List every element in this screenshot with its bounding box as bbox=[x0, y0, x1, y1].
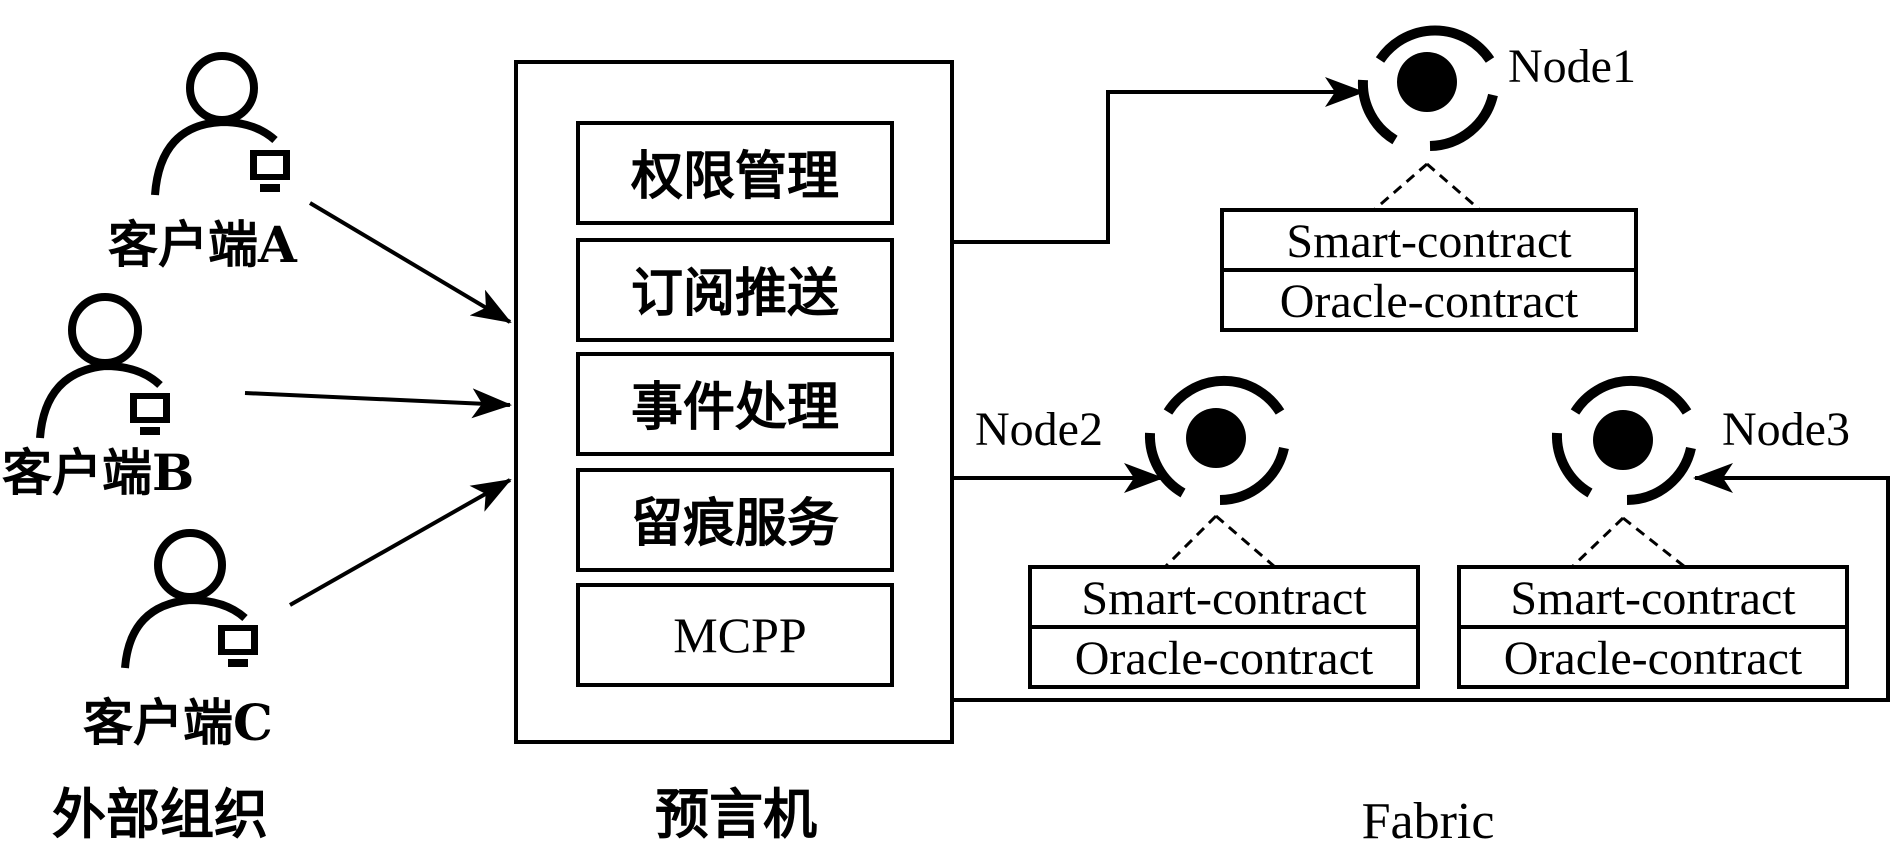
oracle-module: MCPP bbox=[576, 583, 894, 687]
contract-label: Smart-contract bbox=[1081, 572, 1367, 625]
arrow-client-b-to-oracle bbox=[244, 388, 512, 419]
arrow-client-c-to-oracle bbox=[289, 478, 512, 607]
client-label: 客户端A bbox=[108, 215, 298, 274]
node-label: Node2 bbox=[975, 403, 1103, 456]
user-computer-icon bbox=[151, 52, 290, 196]
module-label: 订阅推送 bbox=[631, 263, 839, 324]
contract-label: Oracle-contract bbox=[1075, 632, 1374, 685]
oracle-module: 事件处理 bbox=[576, 352, 894, 456]
node-icon bbox=[1357, 25, 1498, 151]
node-label: Node1 bbox=[1508, 40, 1636, 93]
client-c: 客户端C bbox=[83, 529, 273, 752]
contract-label: Smart-contract bbox=[1286, 215, 1572, 268]
module-label: MCPP bbox=[673, 607, 806, 663]
user-computer-icon bbox=[36, 293, 170, 439]
client-label: 客户端B bbox=[2, 443, 194, 502]
section-label-fabric: Fabric bbox=[1362, 793, 1495, 850]
oracle-module: 留痕服务 bbox=[576, 468, 894, 572]
module-label: 权限管理 bbox=[630, 146, 839, 207]
module-label: 事件处理 bbox=[631, 377, 839, 438]
contract-label: Oracle-contract bbox=[1504, 632, 1803, 685]
node-3: Node3 Smart-contract Oracle-contract bbox=[1457, 375, 1850, 689]
client-a: 客户端A bbox=[108, 52, 298, 274]
connector-oracle-to-node1 bbox=[952, 77, 1365, 244]
arrow-client-a-to-oracle bbox=[308, 201, 512, 324]
node-label: Node3 bbox=[1722, 403, 1850, 456]
contract-label: Smart-contract bbox=[1510, 572, 1796, 625]
module-label: 留痕服务 bbox=[631, 493, 839, 554]
section-label-external: 外部组织 bbox=[52, 782, 268, 846]
client-label: 客户端C bbox=[83, 693, 273, 752]
node-2: Node2 Smart-contract Oracle-contract bbox=[975, 375, 1420, 689]
connector-oracle-to-node3 bbox=[952, 463, 1890, 702]
oracle-module: 订阅推送 bbox=[576, 238, 894, 342]
node-icon bbox=[1551, 375, 1696, 505]
contract-label: Oracle-contract bbox=[1280, 275, 1579, 328]
user-computer-icon bbox=[121, 529, 258, 669]
section-label-oracle: 预言机 bbox=[655, 782, 817, 846]
node-1: Node1 Smart-contract Oracle-contract bbox=[1220, 25, 1638, 332]
oracle-module: 权限管理 bbox=[576, 121, 894, 225]
node-icon bbox=[1144, 375, 1289, 505]
client-b: 客户端B bbox=[2, 293, 194, 502]
